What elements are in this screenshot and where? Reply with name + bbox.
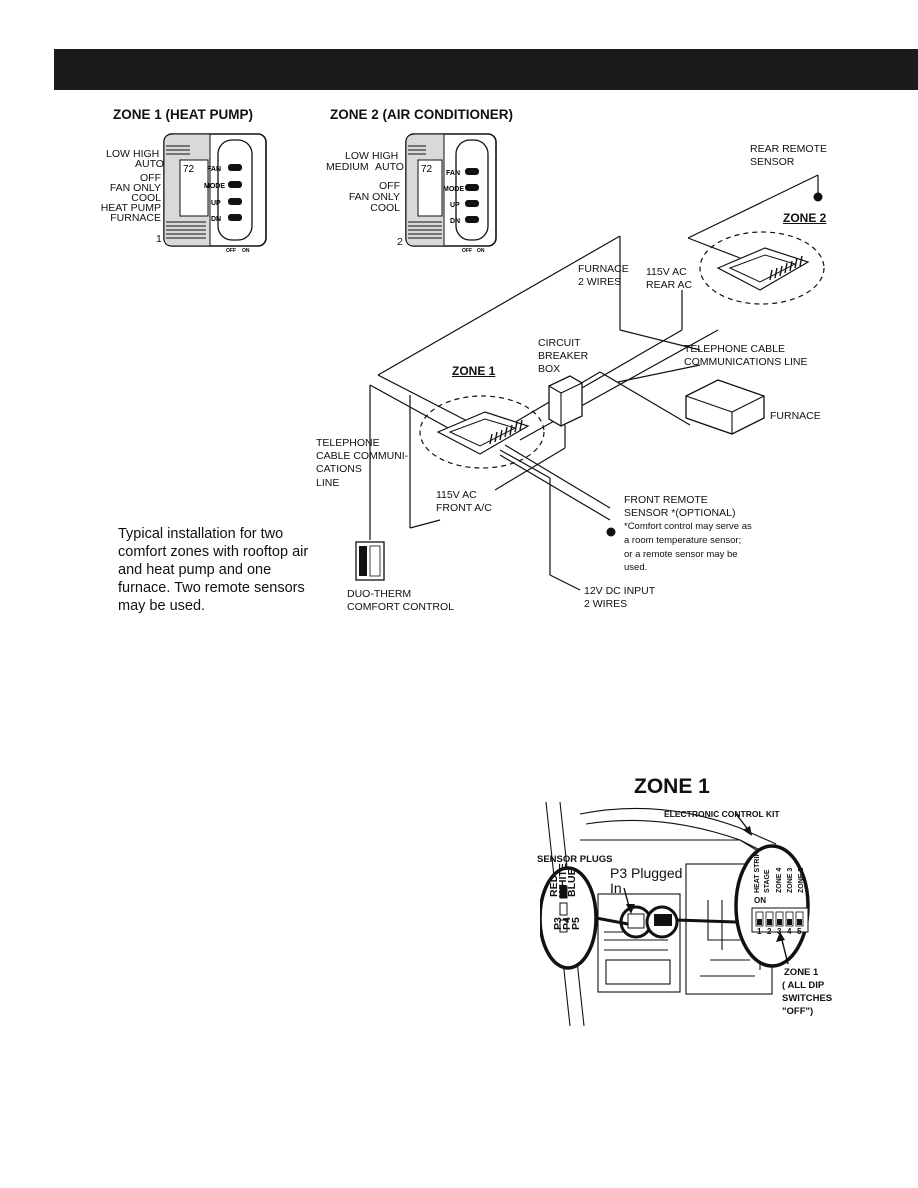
zone2-thermostat-illustration: 72 FAN MODE UP DN OFF ON [405,133,497,254]
comfort-control-device [355,541,385,581]
comfort-control-label-2: COMFORT CONTROL [347,601,454,613]
front-sensor-note-2: a room temperature sensor; [624,535,742,546]
zone2-callout-number: 2 [397,236,403,248]
zone1-label-cool: COOL [131,192,161,204]
plug-blue-label: BLUE [566,868,578,897]
zone2-button-dn: DN [450,218,460,225]
zone1-dip-note-4: "OFF") [782,1006,814,1017]
zone2-label-high: HIGH [372,150,399,162]
furnace-wires-label-1: FURNACE [578,263,629,275]
switch-header-stage: STAGE [764,869,771,893]
phone-line-left-label-4: LINE [316,477,340,489]
zone1-button-dn: DN [211,216,221,223]
zone1-button-fan: FAN [207,166,221,173]
front-sensor-note-4: used. [624,562,648,573]
comfort-control-label-1: DUO-THERM [347,588,412,600]
plug-p5: P5 [570,917,582,930]
phone-line-right-label-2: COMMUNICATIONS LINE [684,356,808,368]
breaker-label-1: CIRCUIT [538,337,581,349]
zone2-label-off: OFF [379,180,400,192]
zone2-label-fan-only: FAN ONLY [348,191,400,203]
zone2-heading: ZONE 2 [783,211,827,225]
switch-number-2: 2 [767,927,772,936]
zone1-label-fan-only: FAN ONLY [109,182,161,194]
installation-caption: Typical installation for two comfort zon… [118,526,309,614]
p3-plugged-label: P3 Plugged [610,865,683,881]
circuit-breaker-box [548,375,583,427]
front-sensor-label-2: SENSOR *(OPTIONAL) [624,507,736,519]
zone1-panel-title: ZONE 1 (HEAT PUMP) [113,107,254,122]
switch-number-5: 5 [797,927,802,936]
zone1-label-low: LOW [106,148,130,160]
front-remote-sensor-dot [606,527,616,537]
zone1-thermostat-illustration: 72 FAN MODE UP DN OFF ON [163,133,267,254]
furnace-box [685,379,765,435]
rear-remote-sensor-dot [813,192,823,202]
zone1-label-heat-pump: HEAT PUMP [100,202,161,214]
zone1-label-off: OFF [140,172,161,184]
front-sensor-note-1: *Comfort control may serve as [624,521,752,532]
switch-header-zone4: ZONE 4 [776,867,783,893]
switch-header-heat-strip: HEAT STRIP [754,851,761,893]
zone1-temp-readout: 72 [183,164,195,175]
dc-input-label-1: 12V DC INPUT [584,585,656,597]
front-sensor-note-3: or a remote sensor may be [624,549,738,560]
zone2-button-up: UP [450,202,460,209]
zone2-panel-title: ZONE 2 (AIR CONDITIONER) [330,107,514,122]
header-bar [54,49,918,90]
wiring-diagram [355,174,825,591]
rear-ac-label-2: REAR AC [646,279,693,291]
control-kit-label: ELECTRONIC CONTROL KIT [664,809,780,819]
zone2-label-auto: AUTO [375,161,404,173]
zone1-button-up: UP [211,200,221,207]
phone-line-left-label-3: CATIONS [316,463,362,475]
rear-sensor-label-1: REAR REMOTE [750,143,828,155]
rear-ac-label-1: 115V AC [646,266,687,278]
zone1-switch-off: OFF [226,248,236,254]
sensor-plugs-label: SENSOR PLUGS [537,854,613,865]
zone2-switch-off: OFF [462,248,472,254]
board-title: ZONE 1 [634,775,710,798]
zone1-label-auto: AUTO [135,158,164,170]
p3-in-label: In [610,880,622,896]
zone1-dip-note-3: SWITCHES [782,993,833,1004]
switch-number-1: 1 [757,927,762,936]
zone2-label-cool: COOL [370,202,400,214]
breaker-label-2: BREAKER [538,350,589,362]
zone2-button-fan: FAN [446,170,460,177]
switch-header-zone3: ZONE 3 [787,867,794,893]
switch-number-4: 4 [787,927,792,936]
zone2-label-low: LOW [345,150,369,162]
zone1-dip-note-1: ZONE 1 [784,967,819,978]
zone1-switch-on: ON [242,248,250,254]
control-board-illustration [540,801,810,1027]
zone1-rooftop-unit [419,395,545,469]
zone1-button-mode: MODE [204,183,225,190]
zone2-label-medium: MEDIUM [326,161,369,173]
breaker-label-3: BOX [538,363,561,375]
rear-sensor-label-2: SENSOR [750,156,795,168]
zone1-callout-number: 1 [156,233,162,245]
zone2-button-mode: MODE [443,186,464,193]
zone1-label-furnace: FURNACE [110,212,161,224]
furnace-wires-label-2: 2 WIRES [578,276,622,288]
zone1-label-high: HIGH [133,148,160,160]
zone1-dip-note-2: ( ALL DIP [782,980,825,991]
furnace-label: FURNACE [770,410,821,422]
dc-input-label-2: 2 WIRES [584,598,628,610]
front-ac-label-2: FRONT A/C [436,502,492,514]
switch-header-zone2: ZONE 2 [798,867,805,893]
zone2-switch-on: ON [477,248,485,254]
zone1-heading: ZONE 1 [452,364,496,378]
phone-line-left-label-1: TELEPHONE [316,437,380,449]
phone-line-right-label-1: TELEPHONE CABLE [684,343,785,355]
zone2-rooftop-unit [699,231,825,305]
dip-on-label: ON [754,896,766,905]
phone-line-left-label-2: CABLE COMMUNI- [316,450,409,462]
switch-number-3: 3 [777,927,782,936]
zone2-temp-readout: 72 [421,164,433,175]
front-sensor-label-1: FRONT REMOTE [624,494,708,506]
front-ac-label-1: 115V AC [436,489,477,501]
